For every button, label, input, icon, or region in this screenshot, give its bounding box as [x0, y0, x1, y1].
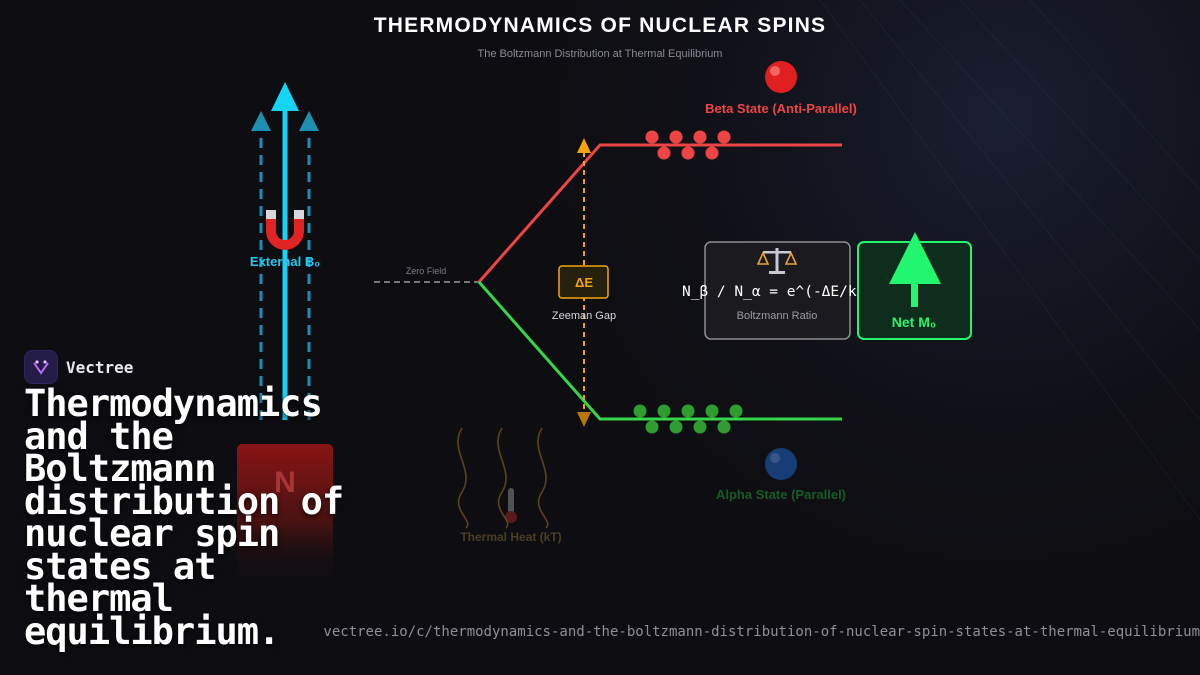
- thermal-heat-waves: [457, 427, 549, 529]
- beta-population: [645, 130, 731, 160]
- beta-spin-dot: [717, 130, 731, 144]
- zeeman-gap-label: Zeeman Gap: [552, 310, 616, 322]
- beta-spin-dot: [681, 146, 695, 160]
- beta-state-label: Beta State (Anti-Parallel): [705, 101, 857, 116]
- field-label: External B₀: [250, 254, 320, 269]
- alpha-spin-dot: [669, 420, 683, 434]
- field-arrow-main-icon: [271, 82, 299, 111]
- boltzmann-formula: N_β / N_α = e^(-ΔE/kT): [682, 284, 874, 300]
- alpha-energy-level: [477, 281, 842, 421]
- beta-energy-level: [477, 143, 842, 283]
- beta-spin-dot: [669, 130, 683, 144]
- net-magnetization-label: Net M₀: [892, 314, 936, 330]
- headline: Thermodynamics and the Boltzmann distrib…: [24, 382, 344, 653]
- field-arrow-left-icon: [251, 111, 271, 131]
- gap-arrow-up-icon: [577, 138, 591, 153]
- alpha-state-sphere-icon: [765, 448, 797, 480]
- alpha-state-label: Alpha State (Parallel): [716, 487, 846, 502]
- zero-field-label: Zero Field: [406, 266, 447, 276]
- beta-spin-dot: [645, 130, 659, 144]
- diagram-title: THERMODYNAMICS OF NUCLEAR SPINS: [374, 14, 827, 37]
- source-url[interactable]: vectree.io/c/thermodynamics-and-the-bolt…: [323, 624, 1200, 640]
- field-arrow-right-icon: [299, 111, 319, 131]
- thermal-heat-label: Thermal Heat (kT): [460, 530, 561, 544]
- magnet-icon: [266, 210, 304, 250]
- alpha-spin-dot: [717, 420, 731, 434]
- delta-e-badge: [558, 265, 609, 299]
- alpha-spin-dot: [657, 404, 671, 418]
- background-rays: [819, 0, 1200, 521]
- alpha-spin-dot: [693, 420, 707, 434]
- delta-e-symbol: ΔE: [575, 275, 593, 290]
- gap-arrow-down-icon: [577, 412, 591, 427]
- alpha-spin-dot: [645, 420, 659, 434]
- boltzmann-ratio-label: Boltzmann Ratio: [737, 310, 818, 322]
- magnet-north-label: N: [274, 466, 296, 499]
- beta-spin-dot: [705, 146, 719, 160]
- beta-spin-dot: [657, 146, 671, 160]
- brand-name: Vectree: [66, 357, 134, 377]
- beta-spin-dot: [693, 130, 707, 144]
- vectree-logo-icon: [24, 350, 58, 384]
- alpha-spin-dot: [633, 404, 647, 418]
- field-lines: [251, 82, 319, 420]
- boltzmann-ratio-card: [704, 241, 851, 340]
- alpha-population: [633, 404, 743, 434]
- brand: Vectree: [24, 350, 133, 384]
- alpha-spin-dot: [729, 404, 743, 418]
- balance-scale-icon: [756, 248, 798, 274]
- thermometer-icon: [505, 488, 517, 523]
- alpha-spin-dot: [681, 404, 695, 418]
- alpha-spin-dot: [705, 404, 719, 418]
- net-magnetization-arrow-icon: [889, 232, 941, 307]
- magnet-north-pole: N: [237, 444, 333, 584]
- diagram-subtitle: The Boltzmann Distribution at Thermal Eq…: [478, 48, 723, 60]
- beta-state-sphere-icon: [765, 61, 797, 93]
